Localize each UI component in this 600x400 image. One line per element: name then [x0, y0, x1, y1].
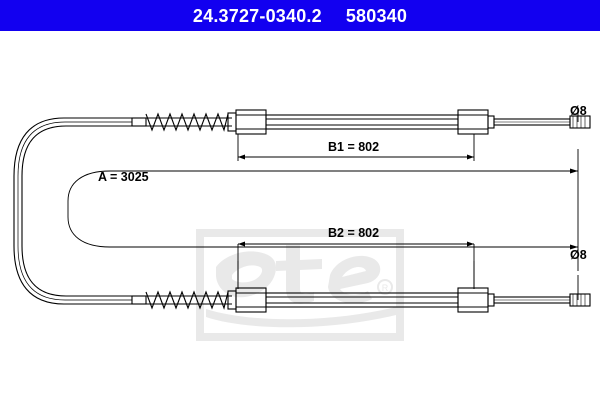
dimension-label-diameter-top: Ø8: [570, 104, 587, 118]
svg-text:R: R: [382, 283, 389, 293]
dimension-label-b2: B2 = 802: [328, 226, 380, 240]
header-bar: 24.3727-0340.2 580340: [0, 0, 600, 31]
ate-watermark: R: [196, 229, 404, 341]
dimension-a: [67, 149, 579, 271]
lower-cable-run: [131, 287, 591, 313]
dimension-label-diameter-bottom: Ø8: [570, 248, 587, 262]
part-number-label: 24.3727-0340.2: [192, 5, 322, 26]
drawing-area: R: [0, 31, 600, 400]
cable-assembly: [13, 117, 132, 305]
cable-drawing-svg: R: [13, 109, 591, 341]
dimension-label-a: A = 3025: [98, 170, 149, 184]
dimension-b2: [237, 241, 475, 289]
dimension-label-b1: B1 = 802: [328, 140, 380, 154]
upper-cable-run: [131, 109, 591, 135]
dimension-b1: [237, 134, 475, 161]
reference-number-label: 580340: [345, 5, 408, 26]
